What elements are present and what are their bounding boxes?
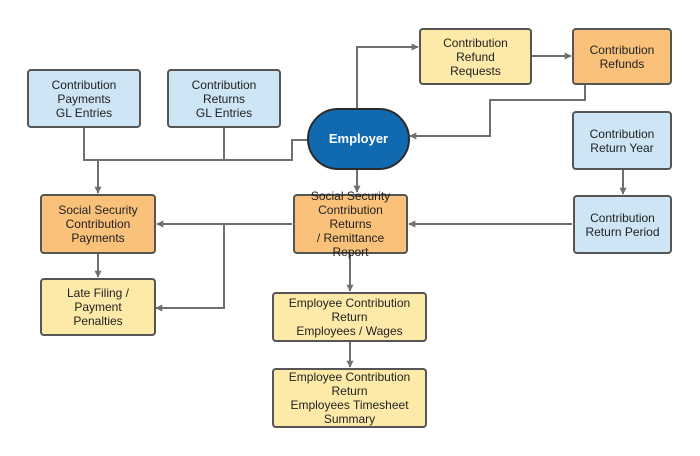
node-employee-contribution-wages: Employee Contribution Return Employees /… — [272, 292, 427, 342]
node-contribution-return-year: Contribution Return Year — [572, 111, 672, 170]
line-returns-gl-to-junction — [98, 128, 225, 161]
node-late-filing-penalties: Late Filing / Payment Penalties — [40, 278, 156, 336]
arrow-refunds-to-employer — [409, 84, 586, 140]
node-employee-contribution-timesheet: Employee Contribution Return Employees T… — [272, 368, 427, 428]
node-contribution-refunds: Contribution Refunds — [572, 28, 672, 85]
node-employer: Employer — [307, 108, 410, 170]
arrow-payments-gl-to-ss-payments — [83, 128, 102, 194]
node-ss-contribution-payments: Social Security Contribution Payments — [40, 194, 156, 254]
arrow-ss-returns-to-penalties — [155, 223, 292, 312]
node-contribution-payments-gl: Contribution Payments GL Entries — [27, 69, 141, 128]
line-employer-to-junction — [224, 139, 307, 161]
node-contribution-refund-requests: Contribution Refund Requests — [419, 28, 532, 85]
node-ss-contribution-returns: Social Security Contribution Returns / R… — [293, 189, 408, 259]
node-contribution-returns-gl: Contribution Returns GL Entries — [167, 69, 281, 128]
node-contribution-return-period: Contribution Return Period — [573, 195, 672, 254]
arrow-employer-to-refund-requests — [356, 43, 419, 108]
